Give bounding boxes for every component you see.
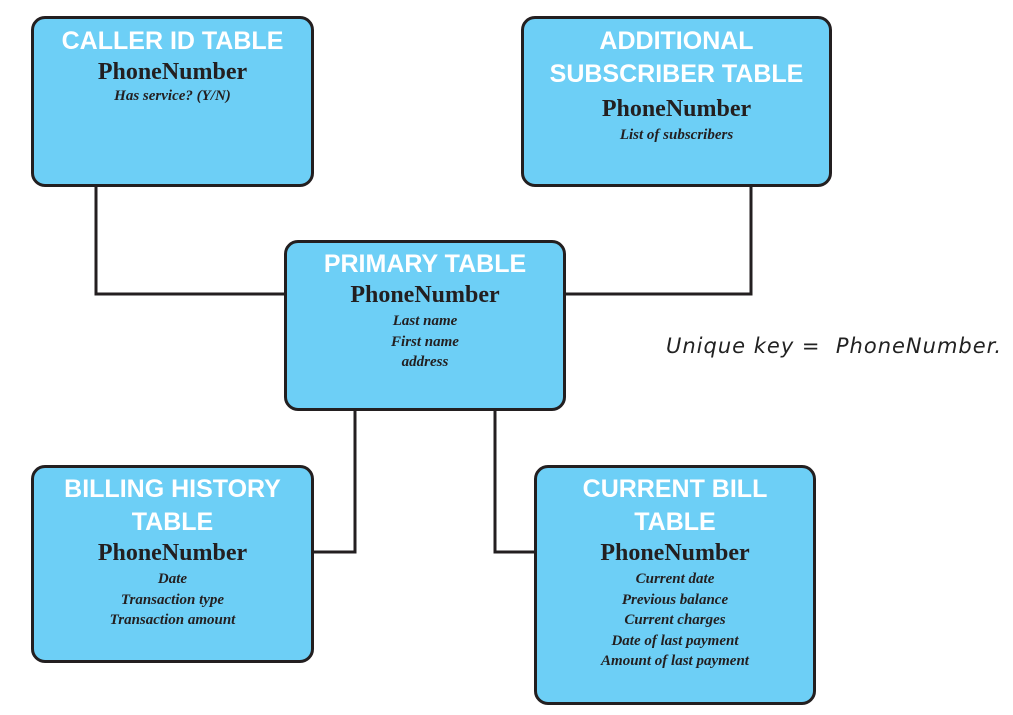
current-bill-table-title: CURRENT BILL TABLE [537,473,813,539]
billing-history-table-box: BILLING HISTORY TABLE PhoneNumber Date T… [31,465,314,663]
current-bill-table-fields: Current date Previous balance Current ch… [537,569,813,672]
title-line: CALLER ID TABLE [61,27,284,55]
additional-subscriber-table-title: ADDITIONAL SUBSCRIBER TABLE [524,25,829,91]
field-address: address [401,354,449,370]
title-line: BILLING HISTORY [64,475,281,503]
billing-history-table-title: BILLING HISTORY TABLE [34,473,311,539]
field-current-date: Current date [635,571,715,587]
field-current-charges: Current charges [624,612,726,628]
current-bill-table-key: PhoneNumber [600,540,750,566]
billing-history-table-fields: Date Transaction type Transaction amount [34,569,311,631]
title-line: TABLE [634,508,716,536]
primary-table-fields: Last name First name address [287,311,563,373]
field-transaction-amount: Transaction amount [109,612,236,628]
field-last-name: Last name [392,313,458,329]
field-previous-balance: Previous balance [621,591,729,608]
additional-subscriber-table-box: ADDITIONAL SUBSCRIBER TABLE PhoneNumber … [521,16,832,187]
primary-table-key: PhoneNumber [350,282,500,308]
field-has-service: Has service? (Y/N) [114,88,231,104]
caller-id-table-title: CALLER ID TABLE [34,25,311,58]
caller-id-table-key: PhoneNumber [97,59,248,85]
title-line: TABLE [131,508,214,536]
field-amount-of-last-payment: Amount of last payment [601,653,749,669]
current-bill-table-box: CURRENT BILL TABLE PhoneNumber Current d… [534,465,816,705]
additional-subscriber-table-key: PhoneNumber [601,96,752,122]
field-date-of-last-payment: Date of last payment [611,632,739,649]
title-line: CURRENT BILL [582,475,768,503]
field-date: Date [157,571,188,587]
billing-history-table-key: PhoneNumber [97,540,248,566]
primary-table-box: PRIMARY TABLE PhoneNumber Last name Firs… [284,240,566,411]
field-list-of-subscribers: List of subscribers [619,127,734,143]
additional-subscriber-table-fields: List of subscribers [524,125,829,146]
unique-key-annotation: Unique key = PhoneNumber. [666,334,1003,358]
field-first-name: First name [391,333,459,350]
caller-id-table-fields: Has service? (Y/N) [34,86,311,107]
field-transaction-type: Transaction type [120,591,225,608]
title-line: ADDITIONAL [599,27,754,55]
primary-table-title: PRIMARY TABLE [287,248,563,281]
title-line: PRIMARY TABLE [323,250,527,278]
caller-id-table-box: CALLER ID TABLE PhoneNumber Has service?… [31,16,314,187]
title-line: SUBSCRIBER TABLE [549,60,804,88]
